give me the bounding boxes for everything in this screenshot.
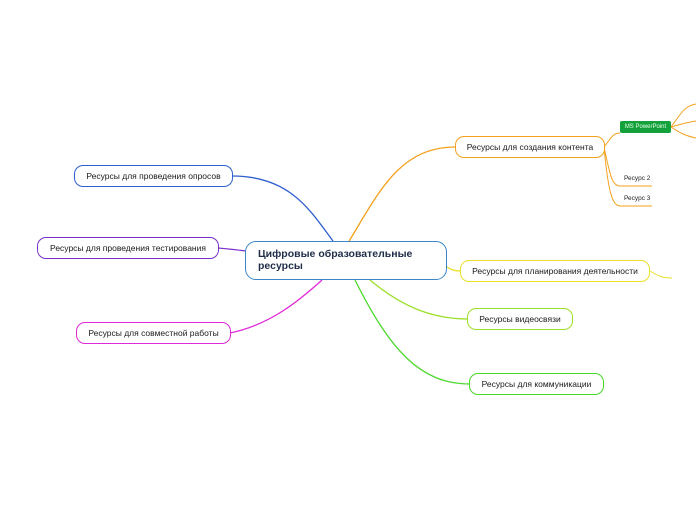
- topic-surveys-label: Ресурсы для проведения опросов: [86, 171, 221, 181]
- topic-collaboration-label: Ресурсы для совместной работы: [88, 328, 219, 338]
- connector-communication: [354, 279, 471, 385]
- topic-communication[interactable]: Ресурсы для коммуникации: [469, 373, 604, 395]
- connector-pp-child-2: [670, 120, 696, 128]
- topic-planning-label: Ресурсы для планирования деятельности: [472, 266, 638, 276]
- topic-content-creation[interactable]: Ресурсы для создания контента: [455, 136, 605, 158]
- topic-video[interactable]: Ресурсы видеосвязи: [467, 308, 573, 330]
- connector-resource3: [603, 146, 621, 207]
- connector-pp-child-3: [670, 126, 696, 139]
- subtopic-resource3[interactable]: Ресурс 3: [624, 195, 650, 202]
- connector-testing: [217, 247, 247, 252]
- central-topic-line1: Цифровые образовательные: [258, 248, 413, 260]
- connector-pp-child-1: [670, 103, 696, 128]
- connector-video: [369, 279, 469, 320]
- central-topic-line2: ресурсы: [258, 260, 303, 272]
- topic-surveys[interactable]: Ресурсы для проведения опросов: [74, 165, 233, 187]
- topic-content-creation-label: Ресурсы для создания контента: [466, 142, 594, 152]
- connector-planning-child: [649, 270, 673, 279]
- subtopic-ms-powerpoint[interactable]: MS PowerPoint: [620, 121, 671, 133]
- connector-powerpoint: [603, 132, 621, 148]
- subtopic-resource3-label: Ресурс 3: [624, 195, 651, 202]
- topic-communication-label: Ресурсы для коммуникации: [481, 379, 592, 389]
- subtopic-resource2-label: Ресурс 2: [624, 175, 651, 182]
- connector-surveys: [231, 175, 334, 242]
- connector-collaboration: [229, 279, 323, 334]
- subtopic-ms-powerpoint-label: MS PowerPoint: [624, 124, 667, 130]
- connector-content-creation: [347, 146, 457, 244]
- topic-testing[interactable]: Ресурсы для проведения тестирования: [37, 237, 219, 259]
- topic-video-label: Ресурсы видеосвязи: [479, 314, 561, 324]
- topic-planning[interactable]: Ресурсы для планирования деятельности: [460, 260, 650, 282]
- connector-resource2: [603, 146, 621, 187]
- subtopic-resource2[interactable]: Ресурс 2: [624, 175, 650, 182]
- central-topic[interactable]: Цифровые образовательные ресурсы: [245, 241, 447, 280]
- topic-collaboration[interactable]: Ресурсы для совместной работы: [76, 322, 231, 344]
- topic-testing-label: Ресурсы для проведения тестирования: [50, 243, 206, 253]
